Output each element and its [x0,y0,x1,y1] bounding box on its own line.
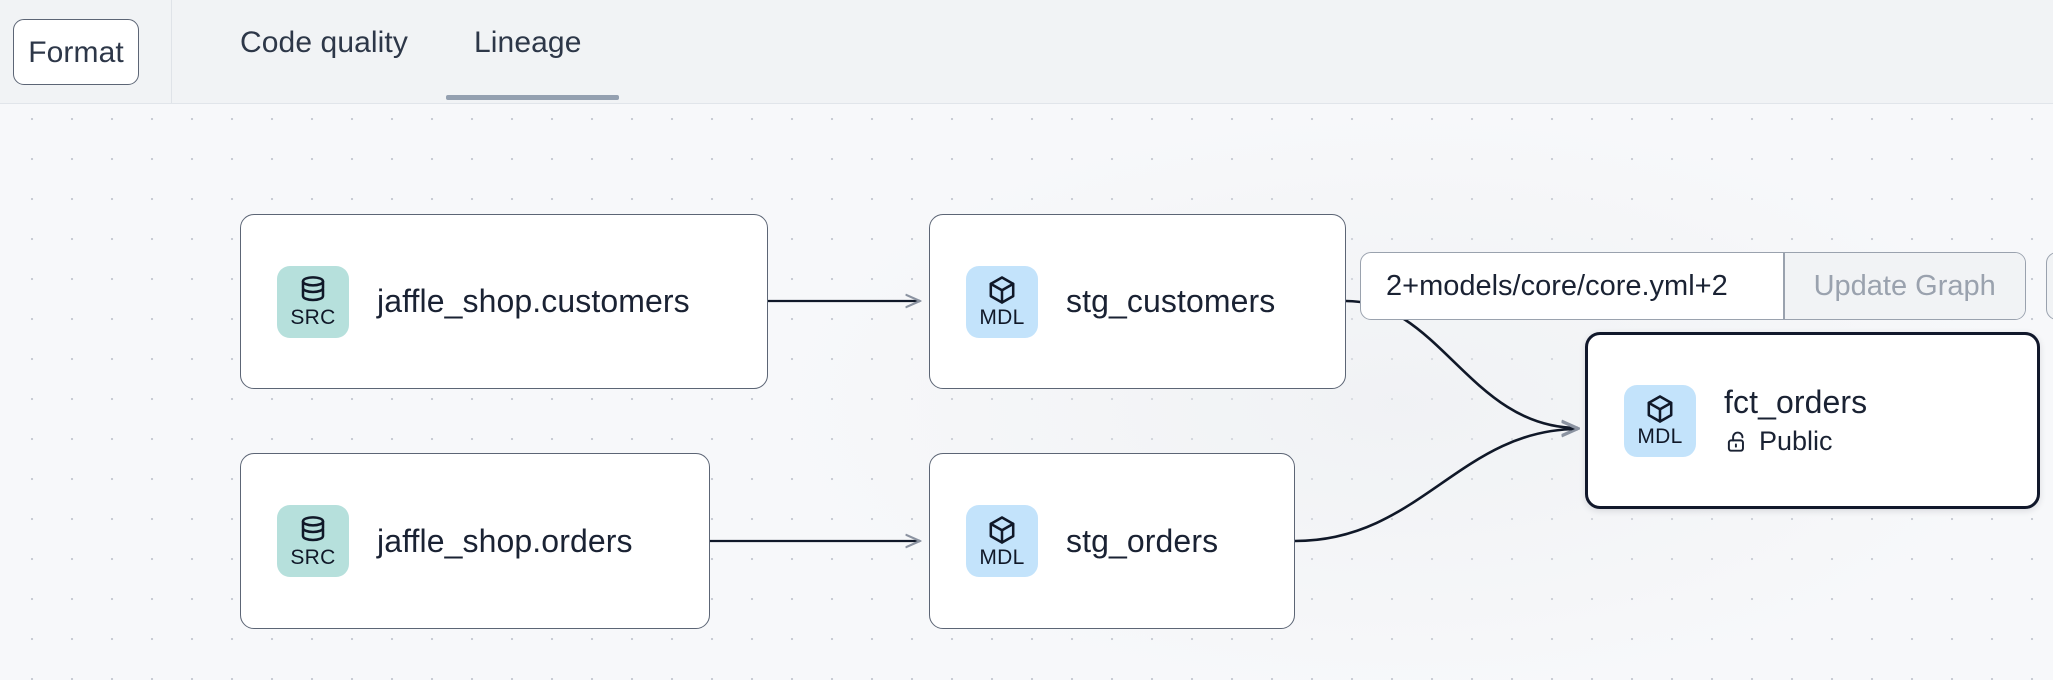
toolbar-divider [171,0,172,104]
node-title: fct_orders [1724,384,1868,420]
node-body: jaffle_shop.orders [377,523,633,560]
canvas-side-control[interactable] [2046,252,2053,320]
lineage-node-src-orders[interactable]: SRC jaffle_shop.orders [240,453,710,629]
node-title: jaffle_shop.orders [377,522,633,559]
format-button[interactable]: Format [13,19,139,85]
src-badge-label: SRC [290,306,336,329]
edge-stg-customers-to-fct-orders [1345,299,1578,428]
mdl-badge: MDL [1624,384,1696,457]
unlock-icon [1727,431,1744,452]
update-graph-button[interactable]: Update Graph [1784,253,2025,319]
mdl-badge: MDL [966,265,1038,338]
node-body: jaffle_shop.customers [377,283,690,320]
src-badge: SRC [277,265,349,338]
node-body: fct_orders Public [1724,384,1867,457]
tab-lineage[interactable]: Lineage [474,26,582,59]
database-icon [301,515,325,541]
node-title: stg_orders [1066,522,1219,559]
mdl-badge-label: MDL [979,545,1025,569]
tab-code-quality[interactable]: Code quality [240,26,408,59]
cube-icon [989,515,1015,544]
node-visibility: Public [1724,426,1867,457]
node-title: stg_customers [1066,283,1276,319]
lineage-node-src-customers[interactable]: SRC jaffle_shop.customers [240,214,768,389]
edge-stg-orders-to-fct-orders [1294,429,1578,543]
src-badge-label: SRC [290,545,336,569]
lineage-node-fct-orders[interactable]: MDL fct_orders Public [1585,332,2040,509]
graph-selector-input[interactable] [1361,253,1783,319]
graph-selector-control: Update Graph [1360,252,2026,320]
lineage-canvas[interactable]: SRC jaffle_shop.customers MDL stg_custom… [0,104,2053,680]
database-icon [301,276,325,302]
node-visibility-label: Public [1759,426,1833,456]
control-divider [1783,253,1785,319]
node-body: stg_orders [1066,523,1218,560]
cube-icon [989,276,1015,304]
toolbar-bottom-border [0,103,2053,104]
mdl-badge: MDL [966,505,1038,577]
node-body: stg_customers [1066,283,1275,320]
active-tab-underline [446,95,619,100]
lineage-node-stg-orders[interactable]: MDL stg_orders [929,453,1295,629]
node-title: jaffle_shop.customers [377,283,690,319]
mdl-badge-label: MDL [1637,425,1683,448]
top-toolbar: Format Code quality Lineage [0,0,2053,104]
src-badge: SRC [277,505,349,577]
cube-icon [1647,395,1673,423]
lineage-node-stg-customers[interactable]: MDL stg_customers [929,214,1346,389]
mdl-badge-label: MDL [979,306,1025,329]
